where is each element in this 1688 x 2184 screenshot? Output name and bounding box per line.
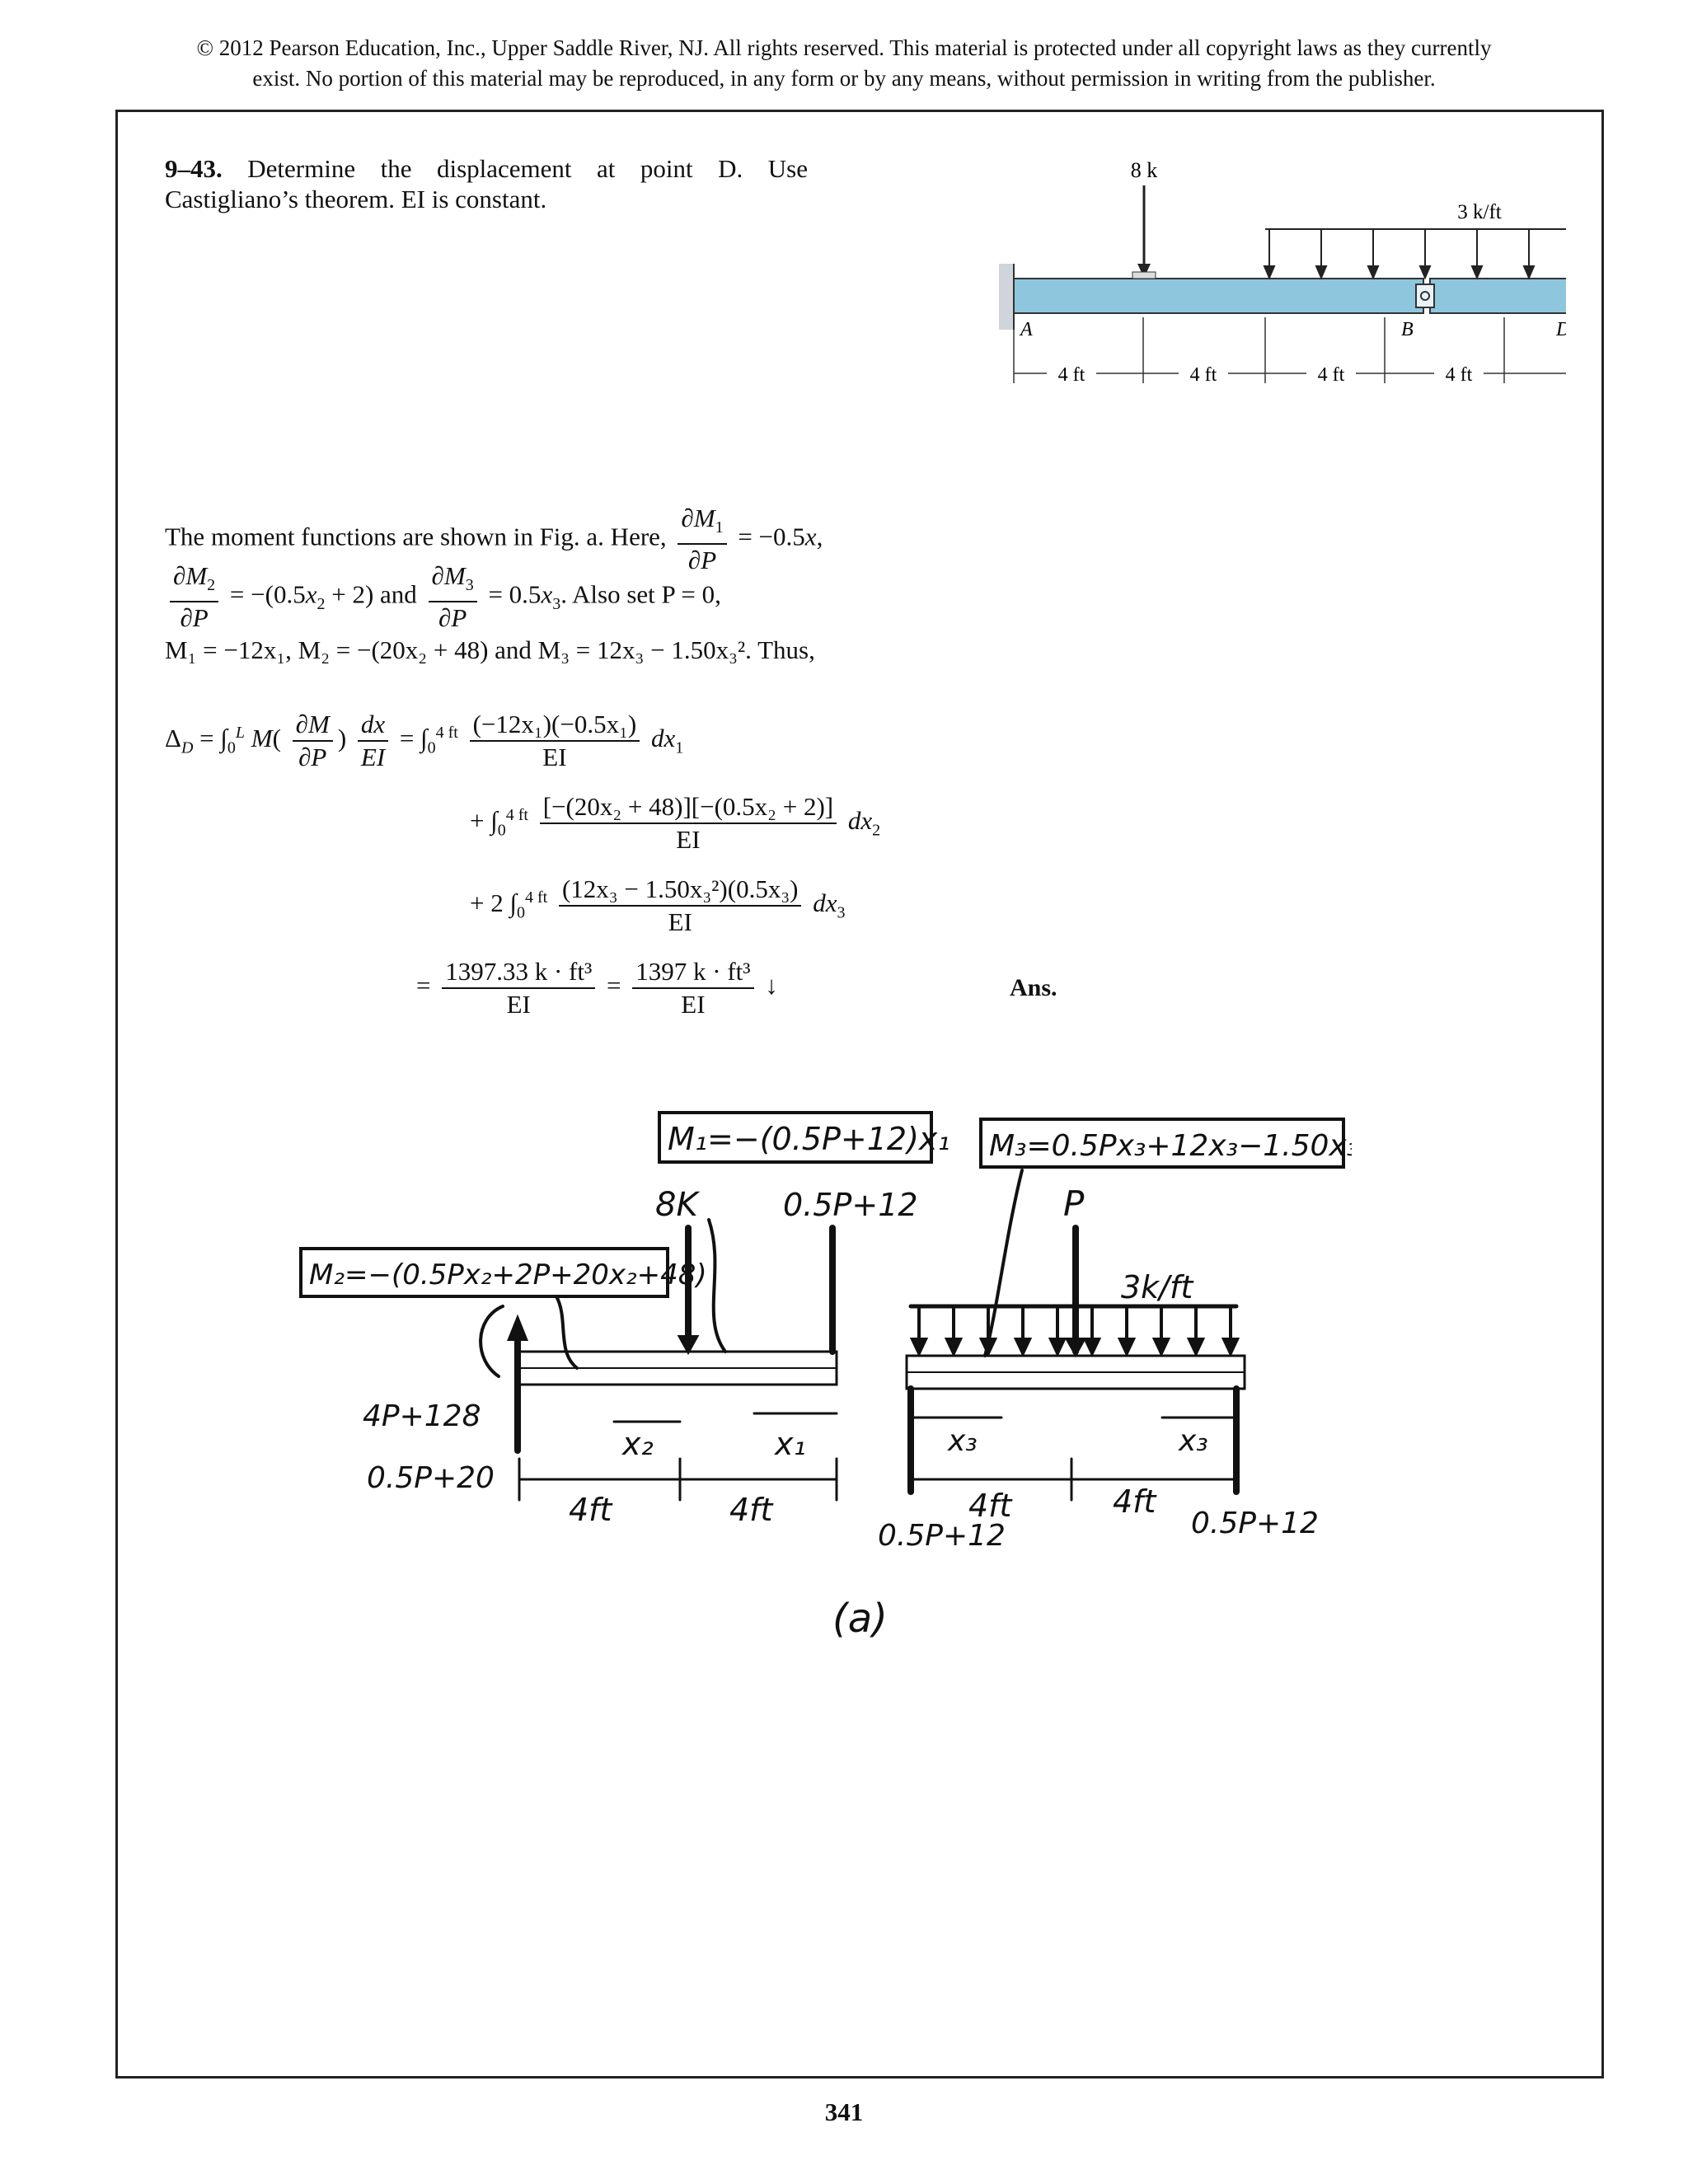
free-body-sketch: M₁=−(0.5P+12)x₁ M₂=−(0.5Px₂+2P+20x₂+48) … — [299, 1111, 1352, 1642]
m1-label: M₁=−(0.5P+12)x₁ — [668, 1121, 950, 1157]
label-4ft-a: 4ft — [569, 1492, 614, 1528]
dim-2: 4 ft — [1190, 364, 1217, 386]
figure-caption: (a) — [832, 1596, 888, 1642]
copyright-line-2: exist. No portion of this material may b… — [252, 66, 1436, 91]
label-x1: x₁ — [774, 1426, 806, 1462]
distributed-load-arrowhead — [1263, 265, 1276, 280]
integral-1-denominator: EI — [542, 743, 567, 771]
label-x2: x₂ — [621, 1426, 654, 1462]
label-d: D — [1555, 319, 1566, 340]
integral-third: + 2 ∫04 ft (12x₃ − 1.50x₃²)(0.5x₃)EI dx3 — [470, 874, 846, 936]
label-x3-a: x₃ — [947, 1424, 978, 1458]
integral-second: + ∫04 ft [−(20x₂ + 48)][−(0.5x₂ + 2)]EI … — [470, 791, 881, 854]
sketch-distributed-arrowhead — [1082, 1338, 1102, 1357]
sketch-distributed-arrowhead — [1186, 1338, 1206, 1357]
label-05p12-bottom-right: 0.5P+12 — [1191, 1507, 1319, 1540]
down-arrow-icon: ↓ — [765, 971, 778, 1001]
dim-3: 4 ft — [1318, 364, 1345, 386]
label-8k: 8K — [655, 1186, 700, 1224]
sketch-distributed-arrowhead — [1117, 1338, 1137, 1357]
result-2-numerator: 1397 k · ft³ — [632, 956, 754, 989]
solution-line-2: ∂M2∂P = −(0.5x2 + 2) and ∂M3∂P = 0.5x3. … — [165, 560, 721, 634]
integral-2-denominator: EI — [676, 825, 701, 854]
distributed-load-arrowhead — [1315, 265, 1328, 280]
sketch-distributed-arrowhead — [909, 1338, 929, 1357]
sketch-distributed-arrowhead — [1048, 1338, 1067, 1357]
sketch-distributed-arrowhead — [944, 1338, 964, 1357]
label-b: B — [1401, 319, 1414, 340]
copyright-line-1: © 2012 Pearson Education, Inc., Upper Sa… — [196, 35, 1492, 60]
distributed-load-arrowhead — [1470, 265, 1484, 280]
integral-3-denominator: EI — [668, 907, 692, 936]
beam-segment-bc — [1429, 278, 1566, 314]
m2-box — [299, 1247, 669, 1298]
sketch-distributed-arrowhead — [978, 1338, 998, 1357]
and-word: and — [380, 579, 417, 609]
result-1-numerator: 1397.33 k · ft³ — [442, 956, 596, 989]
label-top-05p12: 0.5P+12 — [783, 1187, 918, 1223]
distributed-load-arrowhead — [1418, 265, 1432, 280]
wall-support — [999, 264, 1014, 330]
result-2-denominator: EI — [681, 990, 706, 1019]
problem-number: 9–43. — [165, 154, 223, 183]
m3-box — [979, 1118, 1345, 1169]
reaction-moment-icon — [479, 1305, 504, 1378]
hinge-icon — [1415, 284, 1435, 308]
problem-statement: 9–43. Determine the displacement at poin… — [165, 153, 808, 214]
dim-1: 4 ft — [1058, 364, 1085, 386]
point-load-label: 8 k — [1131, 158, 1158, 182]
distributed-load-arrowhead — [1522, 265, 1536, 280]
integral-1-numerator: (−12x₁)(−0.5x₁) — [469, 709, 640, 742]
distributed-load-arrows — [1263, 229, 1536, 280]
page-frame — [115, 110, 1604, 2079]
label-05p20: 0.5P+20 — [367, 1461, 495, 1495]
copyright-notice: © 2012 Pearson Education, Inc., Upper Sa… — [0, 33, 1688, 94]
dim-4: 4 ft — [1446, 364, 1473, 386]
sketch-distributed-arrowhead — [1013, 1338, 1033, 1357]
beam-segment-ab — [1013, 278, 1424, 314]
label-4ft-c: 4ft — [968, 1488, 1014, 1524]
problem-text: Determine the displacement at point D. U… — [165, 154, 809, 213]
page-number: 341 — [824, 2097, 864, 2126]
label-4p128: 4P+128 — [363, 1399, 481, 1433]
label-a: A — [1019, 319, 1033, 340]
solution-line-1: The moment functions are shown in Fig. a… — [165, 504, 823, 575]
m1-box — [658, 1111, 933, 1164]
distributed-load-label: 3 k/ft — [1457, 201, 1502, 223]
sketch-distributed-arrowhead — [1151, 1338, 1171, 1357]
label-3kft: 3k/ft — [1121, 1269, 1194, 1305]
distributed-load-arrowhead — [1367, 265, 1380, 280]
beam-figure: 8 k 3 k/ft A B D C 4 ft 4 ft 4 ft 4 ft — [999, 158, 1566, 386]
integral-3-numerator: (12x₃ − 1.50x₃²)(0.5x₃) — [558, 874, 802, 907]
sketch-distributed-arrows — [909, 1306, 1240, 1357]
m3-label: M₃=0.5Px₃+12x₃−1.50x₃² — [989, 1129, 1352, 1163]
answer-label: Ans. — [1010, 974, 1057, 1001]
set-p-zero: Also set P = 0, — [572, 579, 721, 609]
label-05p12-bottom-left: 0.5P+12 — [878, 1519, 1006, 1553]
solution-line-3: M₁ = −12x₁, M₂ = −(20x₂ + 48) and M₃ = 1… — [165, 635, 815, 664]
label-x3-b: x₃ — [1178, 1424, 1208, 1458]
solution-intro: The moment functions are shown in Fig. a… — [165, 522, 667, 551]
m2-label: M₂=−(0.5Px₂+2P+20x₂+48) — [309, 1258, 707, 1291]
integral-2-numerator: [−(20x₂ + 48)][−(0.5x₂ + 2)] — [539, 791, 837, 824]
label-4ft-d: 4ft — [1113, 1483, 1158, 1520]
result-1-denominator: EI — [506, 990, 531, 1019]
label-4ft-b: 4ft — [729, 1492, 775, 1528]
label-p: P — [1063, 1183, 1085, 1224]
sketch-distributed-arrowhead — [1221, 1338, 1240, 1357]
